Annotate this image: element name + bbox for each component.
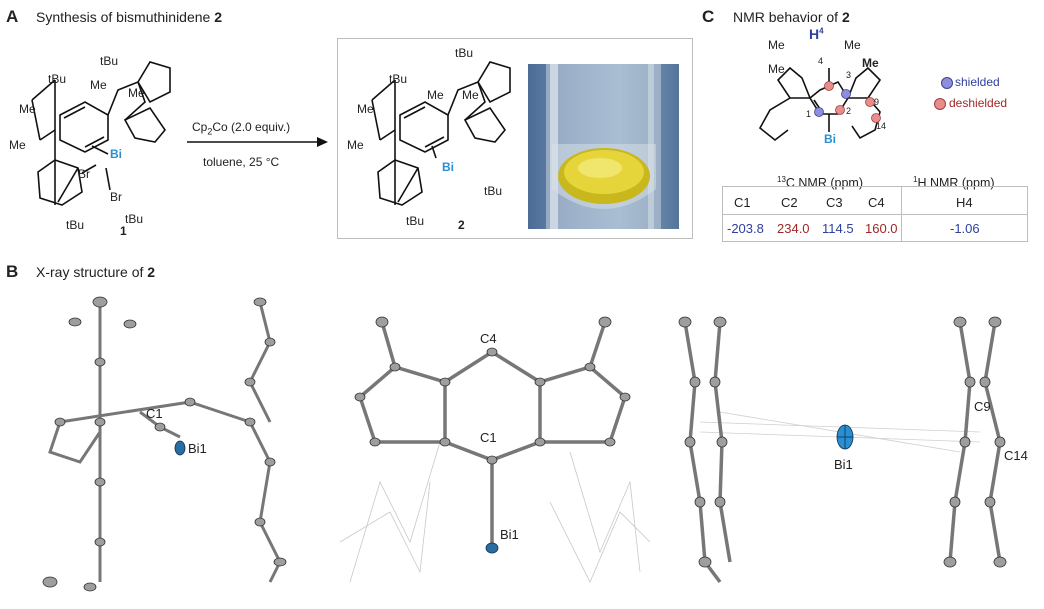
atom-number-2: 2 xyxy=(846,106,852,116)
panel-c-title-text: NMR behavior of xyxy=(733,9,842,25)
conditions-label: toluene, 25 °C xyxy=(203,155,280,169)
nmr-me-label-1: Me xyxy=(768,62,785,76)
panel-b-title-compound: 2 xyxy=(147,264,156,280)
panel-b-letter: B xyxy=(6,262,19,281)
nmr-h4-label: H4 xyxy=(809,26,824,42)
nmr-me-label-2: Me xyxy=(768,38,785,52)
legend-deshielded-marker xyxy=(934,98,946,110)
panel-b-title-text: X-ray structure of xyxy=(36,264,148,280)
nmr-val-c3: 114.5 xyxy=(822,221,854,236)
atom-number-3: 3 xyxy=(846,70,852,80)
xray2-c1-label: C1 xyxy=(480,430,497,445)
product-vial-photo xyxy=(528,64,679,229)
nmr-col-c3: C3 xyxy=(826,195,843,210)
panel-a-title-compound: 2 xyxy=(214,9,223,25)
reactant-tbu-label-3: tBu xyxy=(125,212,144,226)
xray3-c14-label: C14 xyxy=(1004,448,1028,463)
panel-a-title: Synthesis of bismuthinidene 2 xyxy=(36,9,222,25)
reactant-structure xyxy=(31,61,171,206)
panel-b-title: X-ray structure of 2 xyxy=(36,264,155,280)
nmr-structure xyxy=(758,66,882,142)
nmr-table-top-left xyxy=(722,186,774,187)
atom-number-9: 9 xyxy=(874,97,880,107)
nmr-val-c1: -203.8 xyxy=(727,221,764,236)
nmr-h4-text: H xyxy=(809,26,820,42)
product-me-label-4: Me xyxy=(462,88,479,102)
product-tbu-label-1: tBu xyxy=(389,72,408,86)
product-tbu-label-3: tBu xyxy=(484,184,503,198)
panel-a-title-text: Synthesis of bismuthinidene xyxy=(36,9,215,25)
nmr-val-c2: 234.0 xyxy=(777,221,810,236)
reactant-me-label-3: Me xyxy=(90,78,107,92)
product-tbu-label-2: tBu xyxy=(455,46,474,60)
xray1-c1-label: C1 xyxy=(146,406,163,421)
xray-view-3 xyxy=(678,316,1007,584)
reactant-me-label-1: Me xyxy=(19,102,36,116)
reaction-arrow xyxy=(187,137,328,147)
reactant-me-label-2: Me xyxy=(9,138,26,152)
xray1-bi1-label: Bi1 xyxy=(188,441,207,456)
product-structure xyxy=(371,61,511,206)
reactant-tbu-label-1: tBu xyxy=(48,72,67,86)
nmr-h4-sup: 4 xyxy=(819,26,824,36)
reagent-label: Cp2Co (2.0 equiv.) xyxy=(192,120,290,136)
nmr-val-c4: 160.0 xyxy=(865,221,898,236)
product-box xyxy=(337,38,693,239)
reactant-br-label-2: Br xyxy=(110,190,122,204)
nmr-col-c1: C1 xyxy=(734,195,751,210)
reagent-main: Cp xyxy=(192,120,208,134)
product-me-label-3: Me xyxy=(427,88,444,102)
nmr-col-c2: C2 xyxy=(781,195,798,210)
product-compound-number: 2 xyxy=(458,218,465,232)
reactant-compound-number: 1 xyxy=(120,224,127,238)
xray3-c9-label: C9 xyxy=(974,399,991,414)
product-me-label-2: Me xyxy=(347,138,364,152)
xray-view-1 xyxy=(42,296,287,592)
atom-number-1: 1 xyxy=(806,109,812,119)
xray2-bi1-label: Bi1 xyxy=(500,527,519,542)
nmr-col-c4: C4 xyxy=(868,195,885,210)
nmr-val-h4: -1.06 xyxy=(950,221,980,236)
reactant-tbu-label-4: tBu xyxy=(66,218,85,232)
atom-number-14: 14 xyxy=(876,121,887,131)
product-me-label-1: Me xyxy=(357,102,374,116)
reactant-me-label-4: Me xyxy=(128,86,145,100)
nmr-me-label-3: Me xyxy=(844,38,861,52)
c13-sup: 13 xyxy=(777,175,786,184)
nmr-col-h4: H4 xyxy=(956,195,973,210)
xray2-c4-label: C4 xyxy=(480,331,497,346)
reagent-sub: 2 xyxy=(207,126,213,137)
legend-shielded-marker xyxy=(941,77,953,89)
xray-view-2 xyxy=(339,316,651,583)
panel-a-letter: A xyxy=(6,7,19,26)
nmr-table-row-divider xyxy=(722,214,1028,215)
product-bi-label: Bi xyxy=(442,160,454,174)
nmr-me-label-4: Me xyxy=(862,56,879,70)
product-tbu-label-4: tBu xyxy=(406,214,425,228)
xray3-bi1-label: Bi1 xyxy=(834,457,853,472)
h1-sup: 1 xyxy=(913,175,918,184)
panel-c-letter: C xyxy=(702,7,715,26)
reagent-rest: Co (2.0 equiv.) xyxy=(212,120,291,134)
panel-c-title: NMR behavior of 2 xyxy=(733,9,850,25)
reactant-br-label-1: Br xyxy=(78,167,90,181)
nmr-bi-label: Bi xyxy=(824,132,836,146)
reactant-tbu-label-2: tBu xyxy=(100,54,119,68)
legend-shielded-label: shielded xyxy=(955,75,1000,89)
atom-number-4: 4 xyxy=(818,56,824,66)
panel-c-title-compound: 2 xyxy=(841,9,850,25)
legend-deshielded-label: deshielded xyxy=(949,96,1008,110)
reactant-bi-label: Bi xyxy=(110,147,122,161)
